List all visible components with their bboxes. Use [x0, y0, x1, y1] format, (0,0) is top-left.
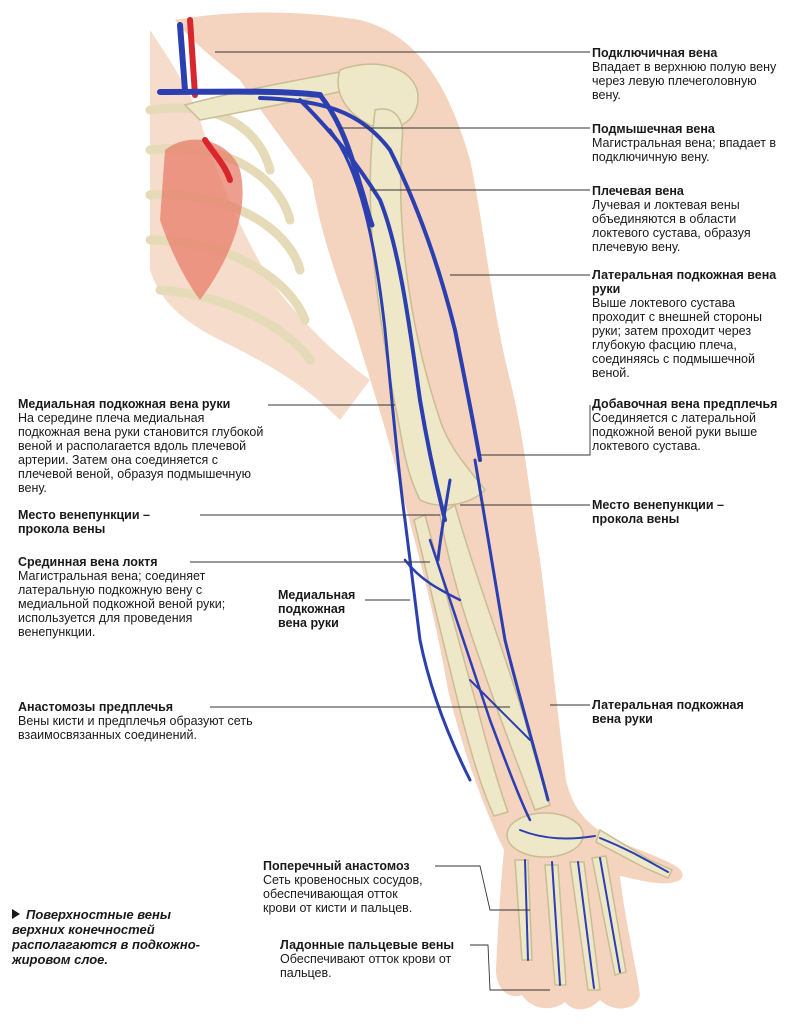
- label-title: Анастомозы предплечья: [18, 700, 174, 714]
- label-title: Латеральная подкожная вена руки: [592, 268, 777, 296]
- label-title: Плечевая вена: [592, 184, 684, 198]
- label-cephalic-vein-upper: Латеральная подкожная вена руки Выше лок…: [592, 268, 788, 380]
- label-title: Медиальная подкожная вена руки: [18, 397, 231, 411]
- label-desc: На середине плеча медиальная подкожная в…: [18, 411, 264, 495]
- label-palmar-digital-veins: Ладонные пальцевые вены Обеспечивают отт…: [280, 938, 470, 980]
- heart: [160, 139, 243, 300]
- label-title: Срединная вена локтя: [18, 555, 158, 569]
- label-title: Медиальная подкожная вена руки: [278, 588, 356, 630]
- label-transverse-anastomosis: Поперечный анастомоз Сеть кровеносных со…: [263, 859, 433, 915]
- label-venipuncture-site-right: Место венепункции – прокола вены: [592, 498, 752, 526]
- label-title: Место венепункции – прокола вены: [592, 498, 724, 526]
- triangle-bullet-icon: [12, 909, 20, 919]
- shoulder-joint: [337, 63, 419, 130]
- arm-skin: [175, 12, 683, 1010]
- humerus: [369, 108, 486, 506]
- label-title: Ладонные пальцевые вены: [280, 938, 455, 952]
- label-desc: Магистральная вена; соединяет латеральну…: [18, 569, 226, 639]
- label-accessory-cephalic-vein: Добавочная вена предплечья Соединяется с…: [592, 397, 788, 453]
- label-axillary-vein: Подмышечная вена Магистральная вена; впа…: [592, 122, 788, 164]
- label-desc: Вены кисти и предплечья образуют сеть вз…: [18, 714, 253, 742]
- label-desc: Сеть кровеносных сосудов, обеспечивающая…: [263, 873, 423, 915]
- ulna: [413, 513, 509, 817]
- label-median-cubital-vein: Срединная вена локтя Магистральная вена;…: [18, 555, 253, 639]
- label-desc: Лучевая и локтевая вены объединяются в о…: [592, 198, 751, 254]
- label-subclavian-vein: Подключичная вена Впадает в верхнюю полу…: [592, 46, 788, 102]
- label-title: Подключичная вена: [592, 46, 718, 60]
- label-forearm-anastomoses: Анастомозы предплечья Вены кисти и предп…: [18, 700, 258, 742]
- arteries: [187, 17, 233, 183]
- label-brachial-vein: Плечевая вена Лучевая и локтевая вены об…: [592, 184, 788, 254]
- label-desc: Выше локтевого сустава проходит с внешне…: [592, 296, 762, 380]
- label-desc: Впадает в верхнюю полую вену через левую…: [592, 60, 777, 102]
- label-cephalic-vein-forearm: Латеральная подкожная вена руки: [592, 698, 752, 726]
- label-desc: Магистральная вена; впадает в подключичн…: [592, 136, 777, 164]
- label-desc: Обеспечивают отток крови от пальцев.: [280, 952, 452, 980]
- label-venipuncture-site-left: Место венепункции – прокола вены: [18, 508, 198, 536]
- caption-note: Поверхностные вены верхних конечностей р…: [12, 907, 212, 967]
- label-title: Подмышечная вена: [592, 122, 715, 136]
- label-title: Латеральная подкожная вена руки: [592, 698, 744, 726]
- label-title: Место венепункции – прокола вены: [18, 508, 150, 536]
- label-title: Поперечный анастомоз: [263, 859, 410, 873]
- label-basilic-vein-forearm: Медиальная подкожная вена руки: [278, 588, 363, 630]
- label-desc: Соединяется с латеральной подкожной вено…: [592, 411, 758, 453]
- chest-skin: [150, 30, 370, 420]
- leader-lines: [190, 51, 591, 991]
- label-title: Добавочная вена предплечья: [592, 397, 778, 411]
- caption-note-text: Поверхностные вены верхних конечностей р…: [12, 907, 200, 967]
- label-basilic-vein-upper: Медиальная подкожная вена руки На середи…: [18, 397, 268, 495]
